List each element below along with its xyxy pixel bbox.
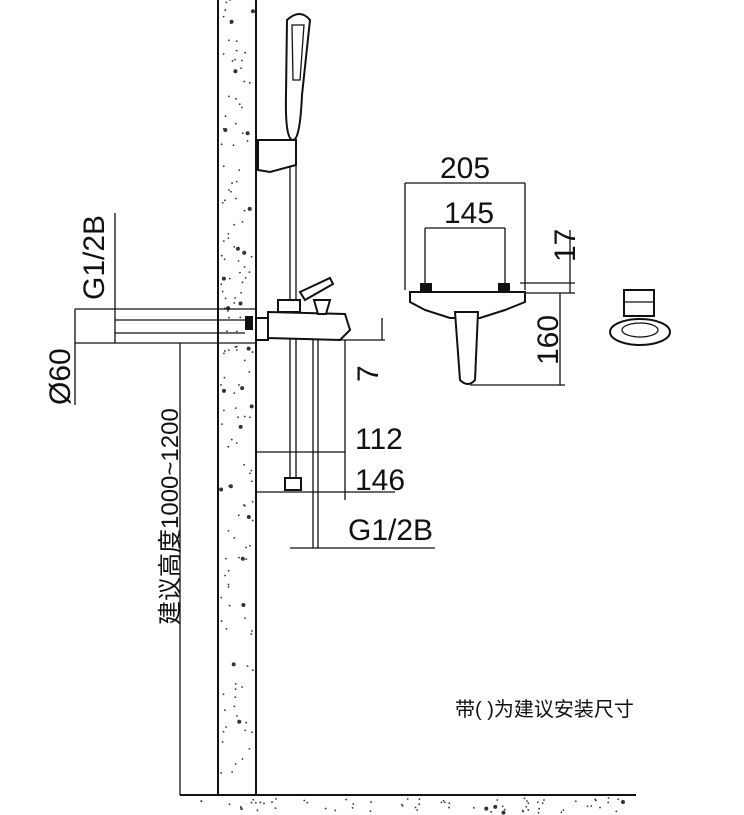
faucet-side <box>255 276 352 342</box>
depth-112-label: 112 <box>355 423 403 456</box>
depth-146-label: 146 <box>355 464 405 497</box>
side-dimension-lines <box>256 318 435 549</box>
flange-diameter-label: Ø60 <box>44 348 77 405</box>
height-160-label: 160 <box>532 315 565 365</box>
inlet-thread-label: G1/2B <box>78 215 111 300</box>
shower-holder <box>257 139 297 174</box>
outlet-thread-label: G1/2B <box>348 514 433 547</box>
suggested-height-label: 建议高度1000~1200 <box>157 408 184 625</box>
note-text: 带( )为建议安装尺寸 <box>455 698 634 721</box>
height-17-label: 17 <box>549 229 582 262</box>
wall <box>217 0 257 795</box>
shower-head <box>284 13 312 142</box>
inlet-pipe <box>74 213 256 795</box>
floor <box>180 794 636 815</box>
holder-front <box>609 289 671 346</box>
width-205-label: 205 <box>440 152 490 185</box>
faucet-front <box>409 283 526 385</box>
width-145-label: 145 <box>444 197 494 230</box>
offset-7-label: 7 <box>352 365 385 382</box>
front-dimension-lines <box>404 182 575 386</box>
